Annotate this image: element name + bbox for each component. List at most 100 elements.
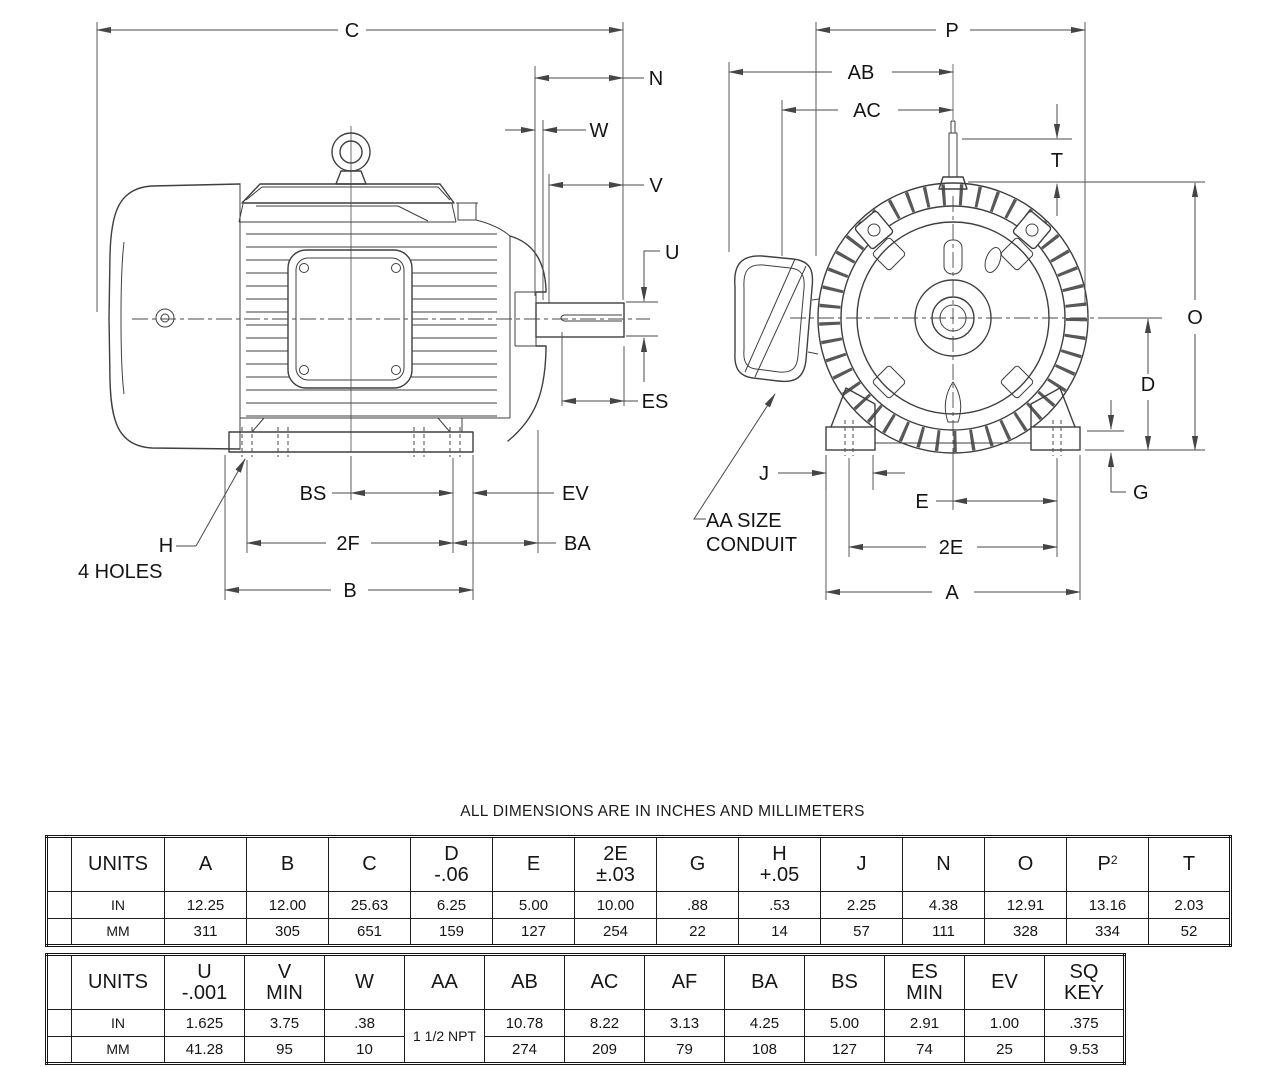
value-cell: 3.13 bbox=[644, 1009, 725, 1037]
value-cell: 311 bbox=[164, 918, 247, 946]
dim-j: J bbox=[759, 455, 905, 490]
value-cell: 10.00 bbox=[574, 891, 657, 919]
value-cell: 41.28 bbox=[164, 1036, 245, 1064]
value-cell: 57 bbox=[820, 918, 903, 946]
dim-t: T bbox=[962, 104, 1205, 216]
svg-text:J: J bbox=[759, 463, 769, 485]
svg-text:O: O bbox=[1187, 307, 1203, 329]
col-header: H +.05 bbox=[738, 836, 821, 892]
col-header: E bbox=[492, 836, 575, 892]
dimensions-note: ALL DIMENSIONS ARE IN INCHES AND MILLIME… bbox=[460, 803, 865, 820]
value-cell: 9.53 bbox=[1044, 1036, 1125, 1064]
col-header: J bbox=[820, 836, 903, 892]
end-view-center-lines bbox=[790, 196, 1118, 460]
top-cover bbox=[238, 183, 511, 237]
spacer-cell bbox=[46, 954, 72, 1010]
col-header: D -.06 bbox=[410, 836, 493, 892]
col-header: AB bbox=[484, 954, 565, 1010]
svg-text:W: W bbox=[590, 120, 609, 142]
value-cell: 13.16 bbox=[1066, 891, 1149, 919]
table-row: UNITS A B C D -.06 E 2E ±.03 G H +.05 J … bbox=[46, 836, 1231, 892]
value-cell: 14 bbox=[738, 918, 821, 946]
dim-b: B bbox=[224, 455, 474, 602]
value-cell: 12.91 bbox=[984, 891, 1067, 919]
value-cell: 10.78 bbox=[484, 1009, 565, 1037]
value-cell-aa-npt: 1 1/2 NPT bbox=[404, 1009, 485, 1064]
end-view-feet bbox=[825, 387, 1081, 456]
clamp-tabs bbox=[854, 210, 1052, 250]
value-cell: 127 bbox=[804, 1036, 885, 1064]
value-cell: 111 bbox=[902, 918, 985, 946]
value-cell: 159 bbox=[410, 918, 493, 946]
svg-text:BS: BS bbox=[300, 483, 327, 505]
col-header: AC bbox=[564, 954, 645, 1010]
svg-text:B: B bbox=[343, 580, 356, 602]
dim-ev: EV bbox=[472, 430, 589, 553]
col-header: ES MIN bbox=[884, 954, 965, 1010]
col-header: AA bbox=[404, 954, 485, 1010]
dim-o: O bbox=[1187, 182, 1203, 451]
svg-text:2E: 2E bbox=[939, 537, 963, 559]
motor-end-view: P AB AC T O D G bbox=[693, 20, 1205, 604]
svg-text:BA: BA bbox=[564, 533, 591, 555]
svg-text:AA SIZE: AA SIZE bbox=[706, 510, 782, 532]
svg-text:G: G bbox=[1133, 482, 1149, 504]
value-cell: .38 bbox=[324, 1009, 405, 1037]
value-cell: 12.00 bbox=[246, 891, 329, 919]
value-cell: 12.25 bbox=[164, 891, 247, 919]
spacer-cell bbox=[46, 918, 72, 946]
col-header: BS bbox=[804, 954, 885, 1010]
row-header-in: IN bbox=[71, 1009, 165, 1037]
row-header-mm: MM bbox=[71, 1036, 165, 1064]
dim-g: G bbox=[1085, 400, 1205, 504]
value-cell: 334 bbox=[1066, 918, 1149, 946]
svg-text:ES: ES bbox=[642, 391, 669, 413]
col-header: W bbox=[324, 954, 405, 1010]
spacer-cell bbox=[46, 891, 72, 919]
dim-n: N bbox=[534, 66, 663, 296]
value-cell: 74 bbox=[884, 1036, 965, 1064]
motor-side-view: C N W V U ES bbox=[78, 20, 679, 602]
svg-text:H: H bbox=[159, 535, 173, 557]
svg-text:C: C bbox=[345, 20, 359, 42]
value-cell: 274 bbox=[484, 1036, 565, 1064]
value-cell: 5.00 bbox=[804, 1009, 885, 1037]
spacer-cell bbox=[46, 1036, 72, 1064]
col-header: BA bbox=[724, 954, 805, 1010]
value-cell: 2.91 bbox=[884, 1009, 965, 1037]
table-row: MM 41.28 95 10 274 209 79 108 127 74 25 … bbox=[46, 1036, 1125, 1064]
col-header: N bbox=[902, 836, 985, 892]
dim-2f: 2F bbox=[246, 460, 454, 555]
shaft bbox=[535, 302, 625, 338]
motor-dimension-drawing: C N W V U ES bbox=[78, 20, 1205, 604]
value-cell: 1.625 bbox=[164, 1009, 245, 1037]
value-cell: .53 bbox=[738, 891, 821, 919]
value-cell: 95 bbox=[244, 1036, 325, 1064]
row-header-mm: MM bbox=[71, 918, 165, 946]
dim-c: C bbox=[96, 20, 624, 312]
dim-u: U bbox=[626, 242, 679, 382]
dim-ac: AC bbox=[781, 100, 954, 256]
value-cell: 2.03 bbox=[1148, 891, 1231, 919]
dim-es: ES bbox=[561, 332, 669, 413]
value-cell: 4.38 bbox=[902, 891, 985, 919]
col-header: T bbox=[1148, 836, 1231, 892]
fan-cover bbox=[108, 183, 241, 450]
dimension-table-1: UNITS A B C D -.06 E 2E ±.03 G H +.05 J … bbox=[45, 835, 1232, 947]
value-cell: 1.00 bbox=[964, 1009, 1045, 1037]
conduit-box bbox=[734, 255, 820, 383]
value-cell: 4.25 bbox=[724, 1009, 805, 1037]
table-row: UNITS U -.001 V MIN W AA AB AC AF BA BS … bbox=[46, 954, 1125, 1010]
col-header: SQ KEY bbox=[1044, 954, 1125, 1010]
dim-2e: 2E bbox=[848, 458, 1058, 559]
col-header-units: UNITS bbox=[71, 836, 165, 892]
table-row: MM 311 305 651 159 127 254 22 14 57 111 … bbox=[46, 918, 1231, 946]
col-header: G bbox=[656, 836, 739, 892]
col-header: EV bbox=[964, 954, 1045, 1010]
value-cell: 209 bbox=[564, 1036, 645, 1064]
value-cell: 25.63 bbox=[328, 891, 411, 919]
svg-text:U: U bbox=[665, 242, 679, 264]
value-cell: 2.25 bbox=[820, 891, 903, 919]
dim-e: E bbox=[915, 458, 1058, 557]
